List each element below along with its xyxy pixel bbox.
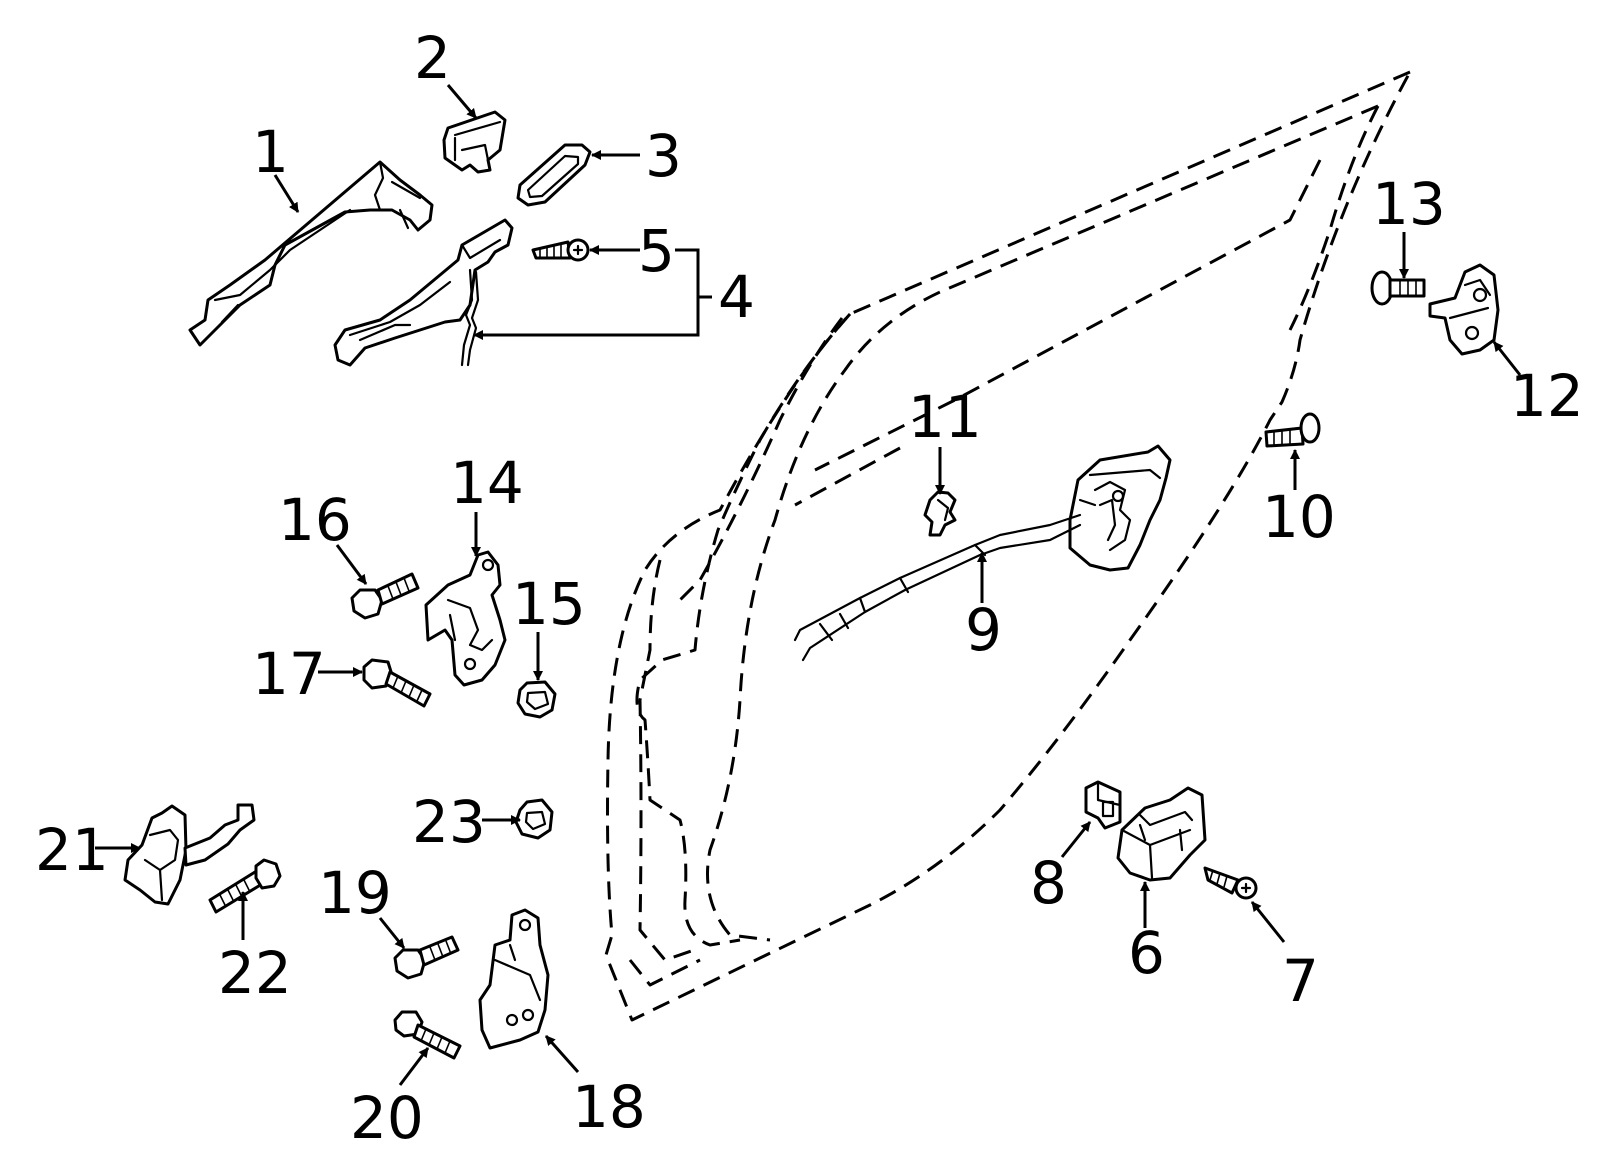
callout-6: 6: [1128, 919, 1165, 987]
callout-22: 22: [218, 939, 292, 1007]
callout-23: 23: [412, 788, 486, 856]
callout-18: 18: [572, 1073, 646, 1141]
nut-23: [514, 798, 554, 840]
screw-13: [1370, 270, 1426, 306]
callout-9: 9: [965, 596, 1002, 664]
door-outline: [604, 70, 1412, 1022]
callout-5: 5: [638, 217, 675, 285]
callout-13: 13: [1372, 170, 1446, 238]
bolt-19: [393, 935, 460, 980]
door-lock-actuator: [793, 444, 1172, 662]
bolt-10: [1264, 412, 1321, 448]
callout-10: 10: [1262, 483, 1336, 551]
callout-14: 14: [450, 449, 524, 517]
callout-11: 11: [908, 383, 982, 451]
handle-gasket: [516, 143, 592, 207]
callout-19: 19: [318, 859, 392, 927]
outer-door-handle: [188, 160, 434, 347]
callout-16: 16: [278, 486, 352, 554]
handle-cap: [442, 110, 507, 174]
door-striker: [1428, 263, 1500, 356]
callout-2: 2: [414, 24, 451, 92]
screw-5: [531, 238, 590, 262]
bolt-17: [362, 658, 432, 708]
callout-3: 3: [645, 122, 682, 190]
callout-12: 12: [1510, 362, 1584, 430]
upper-hinge: [424, 550, 507, 687]
callout-4: 4: [718, 263, 755, 331]
callout-7: 7: [1282, 947, 1319, 1015]
bolt-16: [350, 572, 420, 620]
callout-21: 21: [35, 816, 109, 884]
door-check: [123, 803, 256, 906]
callout-numbers: 1 2 3 4 5 6 7 8 9 10 11 12 13 14 15 16 1…: [35, 24, 1584, 1152]
bolt-20: [393, 1010, 462, 1060]
handle-frame: [333, 218, 514, 367]
bolt-22: [208, 858, 282, 914]
callout-1: 1: [252, 118, 289, 186]
callout-20: 20: [350, 1084, 424, 1152]
lower-hinge: [478, 908, 550, 1050]
screw-7: [1203, 866, 1258, 900]
clip-11: [923, 490, 957, 537]
callout-15: 15: [512, 570, 586, 638]
lower-bracket: [1116, 786, 1207, 882]
callout-17: 17: [252, 640, 326, 708]
leader-lines: [95, 84, 1522, 1086]
nut-15: [516, 680, 557, 719]
clip-8: [1084, 780, 1122, 830]
callout-8: 8: [1030, 849, 1067, 917]
